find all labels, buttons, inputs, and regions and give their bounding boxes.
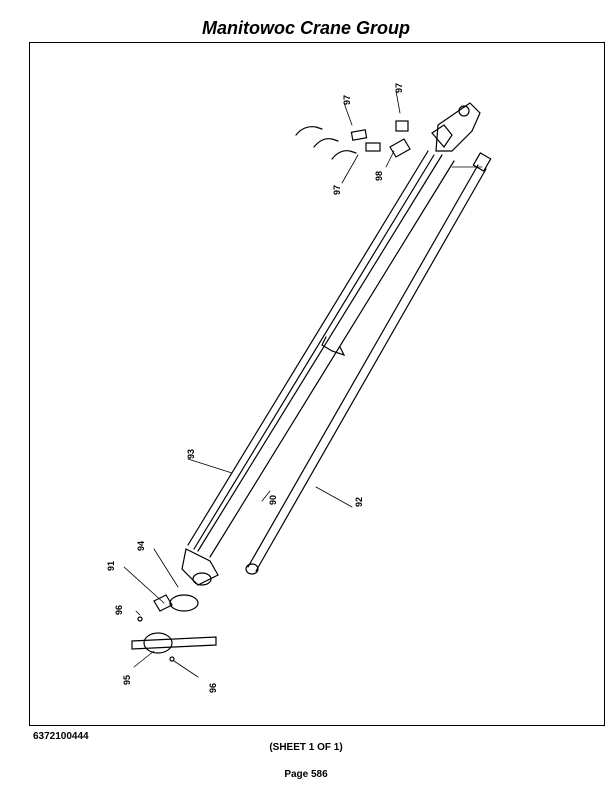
callout-98: 98 [374, 171, 384, 181]
callout-90: 90 [268, 495, 278, 505]
sheet-indicator: (SHEET 1 OF 1) [269, 742, 343, 753]
callout-94: 94 [136, 541, 146, 551]
parts-diagram: 97 97 97 98 93 90 92 94 91 96 95 96 [106, 83, 492, 693]
fitting-97a [350, 129, 368, 141]
callout-92: 92 [354, 497, 364, 507]
elbow-fitting-3 [331, 150, 357, 160]
elbow-fitting-2 [313, 138, 339, 148]
rod-eye [192, 572, 212, 586]
page-number: Page 586 [284, 769, 328, 780]
rod-tube [187, 150, 435, 550]
hydraulic-tube [247, 164, 487, 572]
drawing-frame [29, 42, 605, 726]
clamp-block [153, 594, 173, 612]
tube-fitting-top [472, 152, 492, 172]
callout-95: 95 [122, 675, 132, 685]
elbow-fitting-1 [295, 126, 323, 136]
port-block [389, 138, 411, 158]
bearing-ring [169, 594, 199, 612]
rod-end [181, 548, 219, 586]
tube-fitting-bottom [245, 563, 259, 575]
callout-93: 93 [186, 449, 196, 459]
callout-97c: 97 [332, 185, 342, 195]
leader-lines [123, 90, 483, 678]
callout-96b: 96 [208, 683, 218, 693]
base-plate [131, 636, 217, 650]
cylinder-barrel [197, 154, 455, 558]
barrel-clamp [321, 336, 346, 357]
part-number: 6372100444 [33, 731, 89, 742]
clevis-pin-hole [458, 105, 470, 117]
base-collar [143, 632, 173, 654]
callout-97b: 97 [394, 83, 404, 93]
callout-91: 91 [106, 561, 116, 571]
fitting-97b [395, 120, 409, 132]
callout-97a: 97 [342, 95, 352, 105]
page-title: Manitowoc Crane Group [201, 18, 410, 38]
callout-96a: 96 [114, 605, 124, 615]
fitting-97c [365, 142, 381, 152]
cylinder-clevis [435, 102, 481, 152]
